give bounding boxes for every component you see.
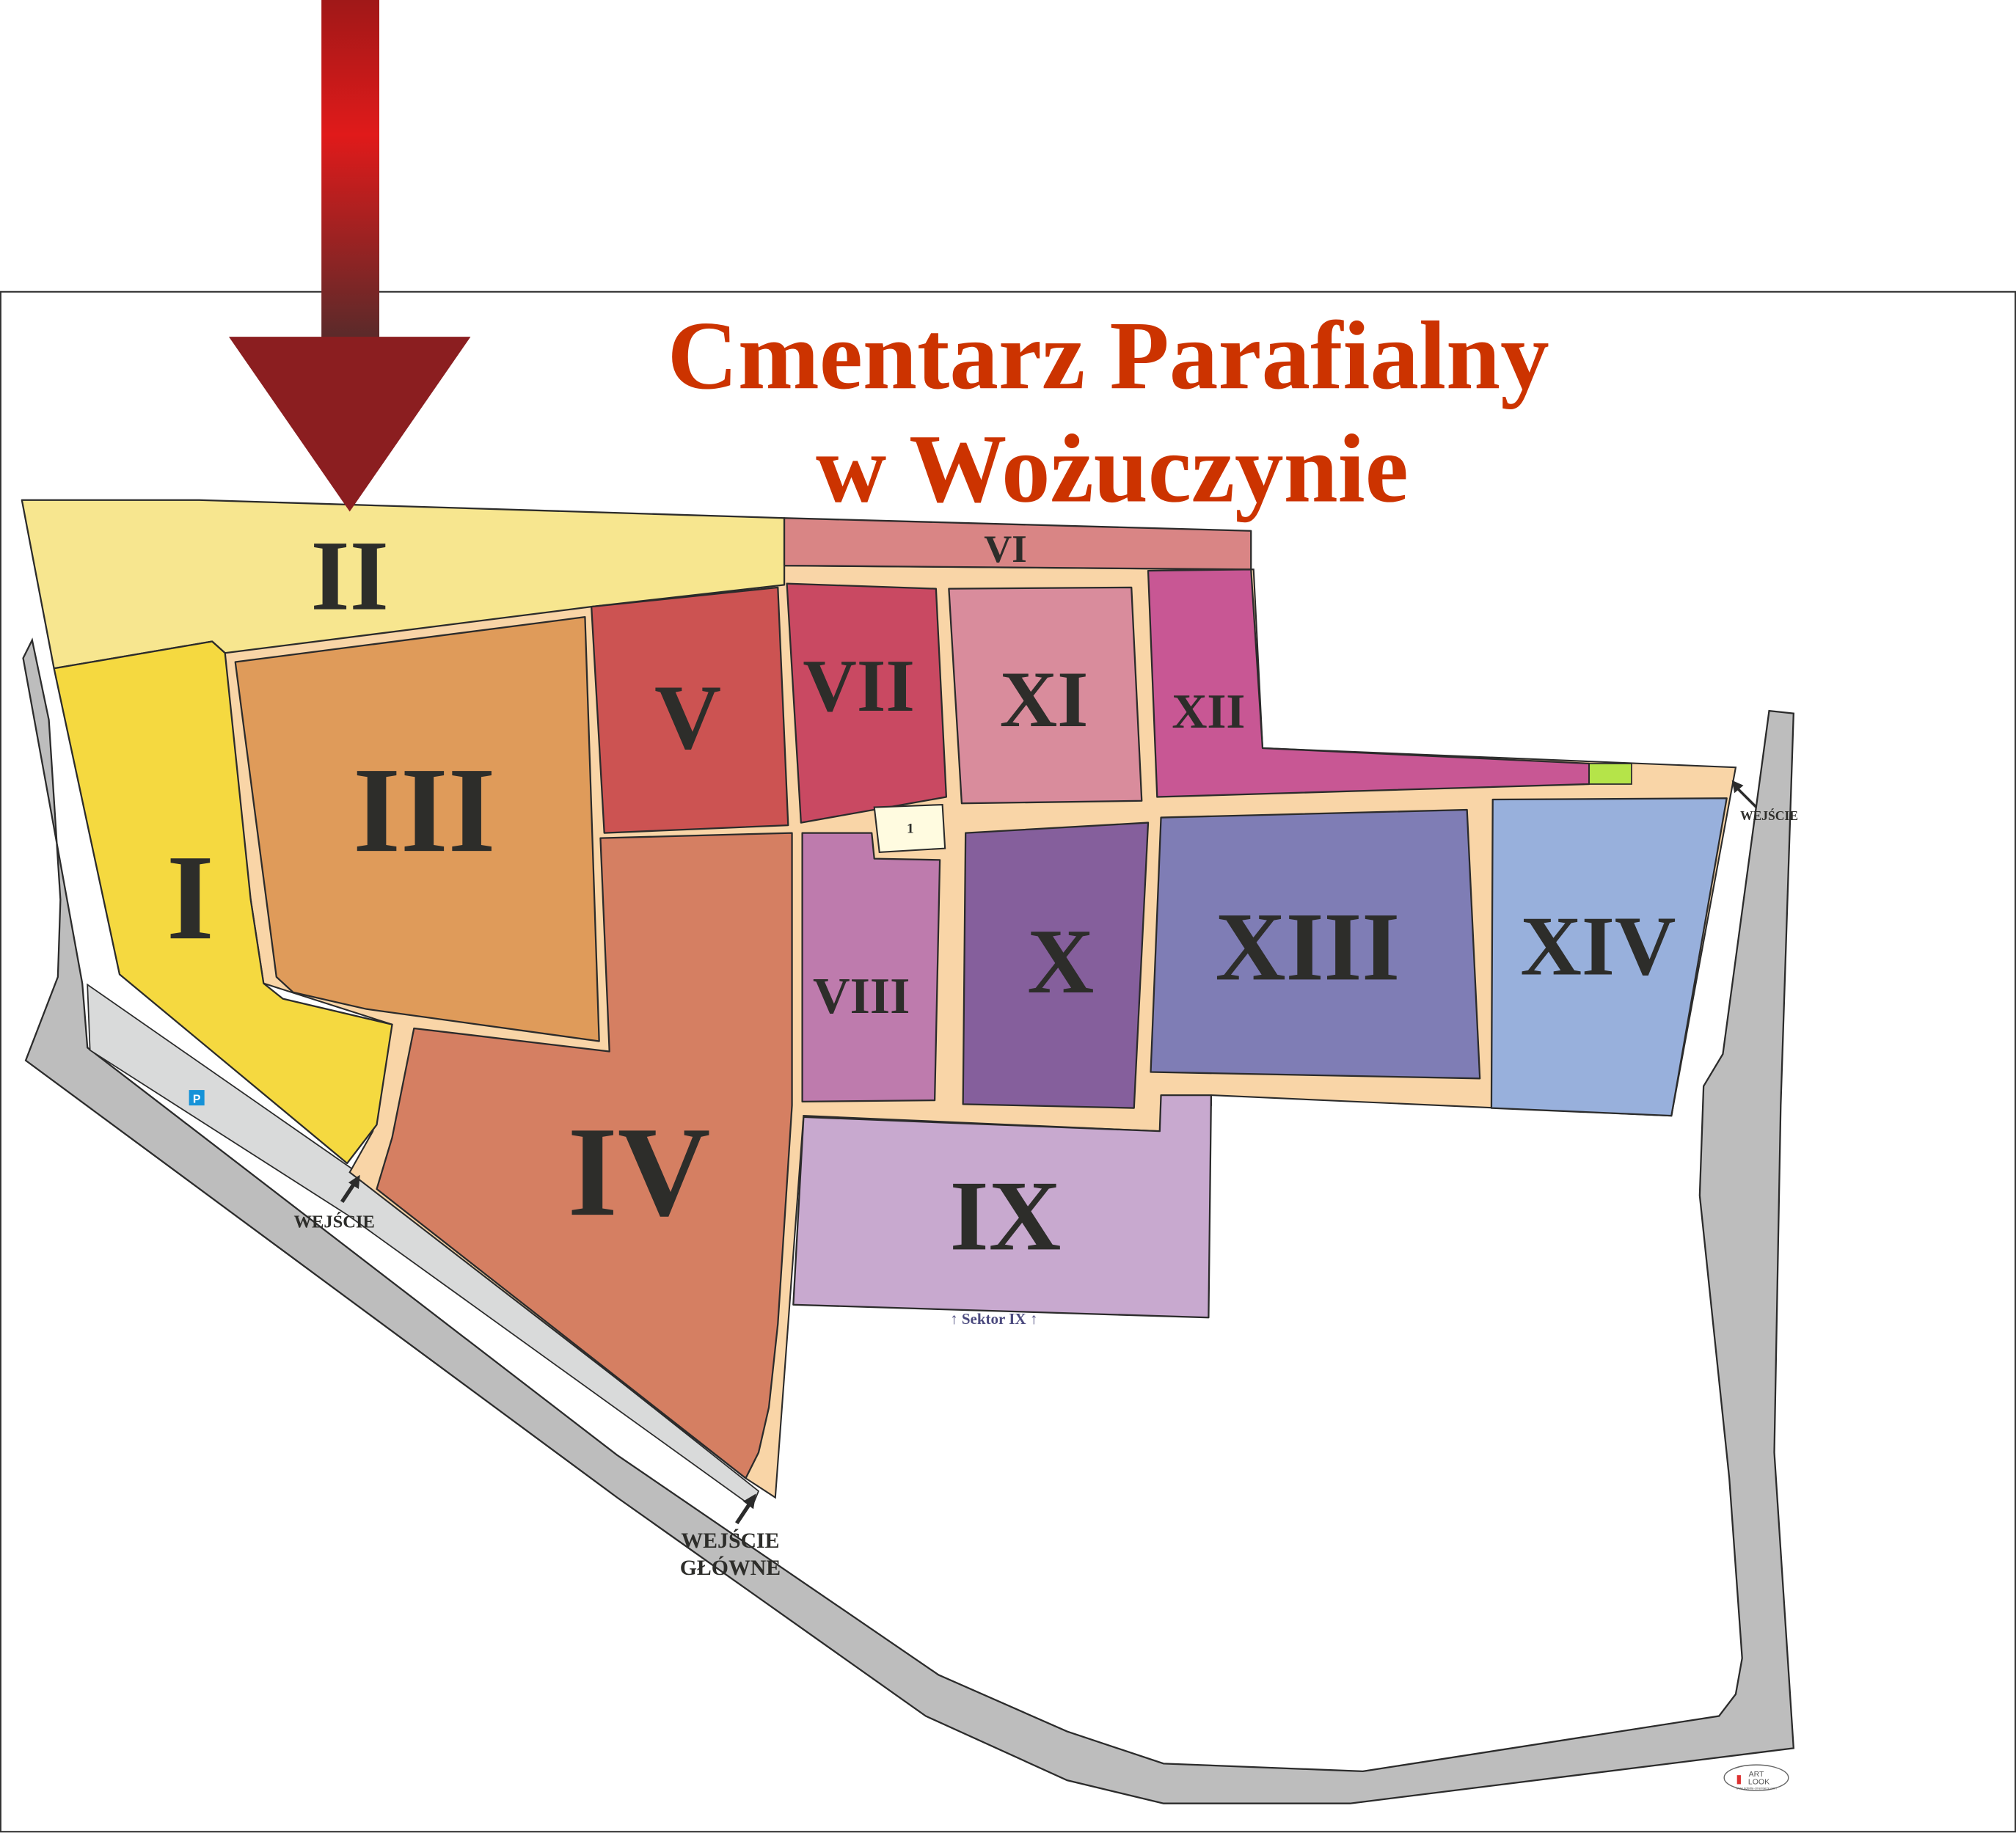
sector-label-xiv: XIV: [1520, 899, 1676, 993]
sector-label-v: V: [654, 667, 721, 769]
sector-x[interactable]: [962, 822, 1150, 1109]
sector-ix[interactable]: [792, 1094, 1213, 1319]
svg-text:LOOK: LOOK: [1748, 1777, 1770, 1786]
sector-viii[interactable]: [801, 832, 941, 1102]
road: [22, 637, 1795, 1804]
sector-xi[interactable]: [948, 586, 1143, 805]
sector-i[interactable]: [53, 640, 393, 1165]
marker-1-box: [873, 803, 946, 853]
sector-label-ix: IX: [950, 1160, 1062, 1271]
location-arrow-icon: [228, 0, 471, 512]
entrance-main-label-1: WEJŚCIE: [681, 1529, 779, 1553]
parking-label: P: [193, 1094, 201, 1106]
sector-label-xi: XI: [1000, 655, 1089, 744]
sector-iv[interactable]: [376, 832, 793, 1479]
sector-vii[interactable]: [786, 582, 948, 824]
entrance-east-arrow-icon: [1731, 780, 1758, 808]
marker-1: 1: [907, 822, 914, 837]
svg-text:www.polskie-cmentarze.com: www.polskie-cmentarze.com: [1736, 1786, 1777, 1790]
sector-label-iii: III: [353, 743, 495, 878]
artlook-logo: ART LOOK www.polskie-cmentarze.com: [1723, 1764, 1789, 1791]
sector-iii[interactable]: [234, 616, 600, 1042]
sector-label-ii: II: [310, 520, 388, 632]
sector-xiv[interactable]: [1490, 797, 1728, 1117]
sector-ix-note: ↑ Sektor IX ↑: [950, 1310, 1037, 1328]
sector-label-iv: IV: [568, 1100, 711, 1243]
sector-v[interactable]: [591, 586, 789, 834]
entrance-main-label-2: GŁÓWNE: [680, 1556, 781, 1580]
title-line-1: Cmentarz Parafialny: [668, 301, 1549, 409]
title-line-2: w Wożuczynie: [816, 414, 1409, 522]
sector-label-xii: XII: [1172, 685, 1245, 739]
parking-icon: [189, 1090, 205, 1106]
green-plot: [1588, 763, 1632, 785]
sector-xiii[interactable]: [1150, 808, 1481, 1080]
sector-label-i: I: [167, 830, 214, 965]
sector-label-vi: VI: [984, 528, 1026, 571]
sector-label-xiii: XIII: [1215, 892, 1400, 1000]
sector-label-x: X: [1027, 911, 1094, 1013]
entrance-main-arrow-icon: [735, 1493, 756, 1525]
sector-label-vii: VII: [803, 644, 915, 727]
entrance-west-arrow-icon: [340, 1174, 360, 1204]
sector-label-viii: VIII: [813, 968, 910, 1025]
entrance-west-label: WEJŚCIE: [293, 1212, 374, 1232]
svg-text:ART: ART: [1749, 1770, 1764, 1779]
entrance-east-label: WEJŚCIE: [1740, 808, 1798, 823]
